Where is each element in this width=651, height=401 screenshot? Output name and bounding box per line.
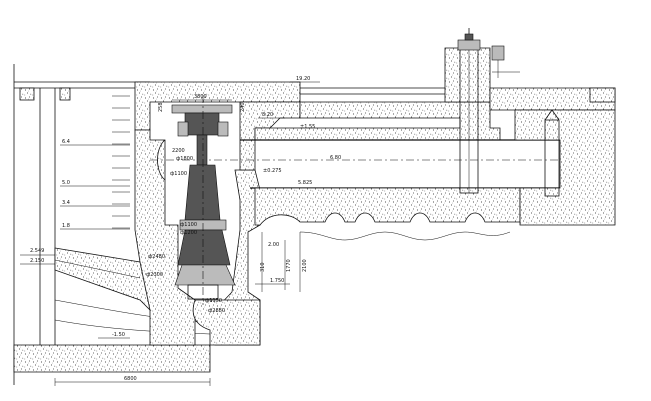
outlet-structure: 19.20 — [290, 28, 616, 226]
top-elevation: 19.20 — [296, 76, 310, 82]
dim-240: 240 — [240, 102, 246, 112]
valve-actuator — [491, 45, 505, 61]
pipe-top-elevation: ±1.55 — [300, 124, 315, 130]
floor-elevation: 8.20 — [262, 112, 273, 118]
dim-1100-upper: ф1100 — [170, 171, 187, 177]
pump-bowl — [177, 229, 231, 266]
dim-1150: ф1150 — [205, 298, 222, 304]
floor-elevation-mark: 8.20 — [258, 112, 285, 119]
pump-column — [184, 164, 221, 221]
level-label-4: 1.8 — [62, 223, 70, 229]
bottom-elevation: -1.50 — [112, 332, 125, 338]
level-label-1: 6.4 — [62, 139, 70, 145]
dim-2300: ф2300 — [146, 272, 163, 278]
bottom-dimension: 6800 — [124, 376, 137, 382]
discharge-pipe: 6.80 ±1.55 5.825 ±0.275 — [150, 101, 560, 241]
pump-shaft — [196, 134, 208, 166]
dim-1800: ф1800 — [176, 156, 193, 162]
dim-1100: ф1100 — [180, 222, 197, 228]
left-elevation-1: 2.549 — [30, 248, 44, 254]
axis-elevation: ±0.275 — [263, 168, 282, 174]
motor-base — [171, 104, 233, 114]
level-label-2: 5.0 — [62, 180, 70, 186]
level-label-3: 3.4 — [62, 200, 70, 206]
dim-2480: ф2480 — [148, 254, 165, 260]
pump-pit-structure — [134, 81, 301, 346]
top-width-dimension: 3800 — [194, 94, 207, 100]
water-level-ticks — [112, 95, 130, 229]
dim-2880: ф2880 — [208, 308, 225, 314]
suction-bell — [174, 264, 236, 286]
dim-2200: 2200 — [172, 148, 185, 154]
hoist-body — [457, 39, 481, 51]
hoist-motor — [464, 33, 474, 41]
dim-258: 258 — [158, 102, 164, 112]
motor — [184, 112, 220, 136]
dim-1200: ф1200 — [180, 230, 197, 236]
mid-elevation: 2.00 — [268, 242, 279, 248]
pump-unit: 3800 2200 ф1800 ф1100 ф1200 ф2480 ф2300 … — [146, 94, 308, 314]
dim-1770: 1770 — [286, 259, 292, 272]
low-elevation: 1.750 — [270, 278, 284, 284]
pipe-axis-elevation: 6.80 — [330, 155, 341, 161]
left-elevation-2: 2.150 — [30, 258, 44, 264]
pipe-bottom-elevation: 5.825 — [298, 180, 312, 186]
dim-310: 310 — [260, 262, 266, 272]
dim-2100: 2100 — [302, 259, 308, 272]
